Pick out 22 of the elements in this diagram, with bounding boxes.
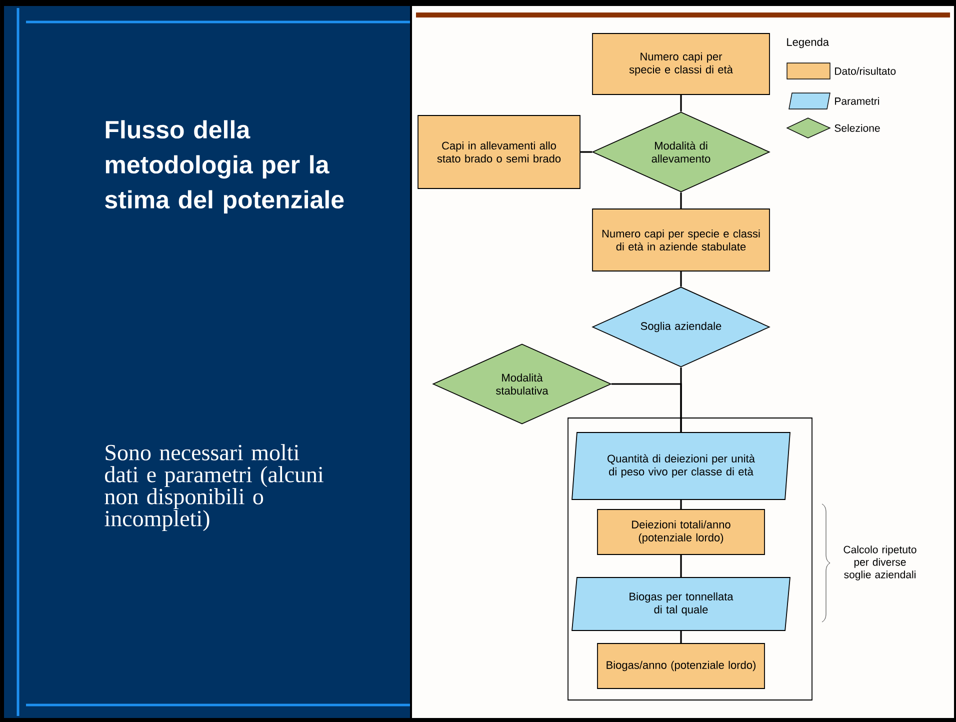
legend-label: Parametri (835, 97, 879, 105)
legend-title: Legenda (787, 38, 830, 48)
connector-line (611, 383, 682, 432)
connector-line (680, 500, 682, 510)
process-box: Capi in allevamenti allo stato brado o semi brado (418, 115, 580, 189)
connector-line (680, 630, 682, 644)
legend-label: Dato/risultato (835, 67, 896, 75)
connector-line (580, 151, 592, 153)
connector-line (680, 554, 682, 578)
connector-line (680, 94, 682, 112)
brace-note: Calcolo ripetuto per diverse soglie aziendali (844, 546, 916, 580)
process-box: Numero capi per specie e classi di età (592, 33, 770, 95)
process-box: Deiezioni totali/anno (potenziale lordo) (597, 509, 765, 555)
process-box: Numero capi per specie e classi di età in aziende stabulate (592, 208, 770, 272)
parameter-box: Quantità di deiezioni per unità di peso vivo per classe di età (572, 432, 790, 500)
parameter-box: Biogas per tonnellata di tal quale (572, 577, 790, 631)
process-box: Biogas/anno (potenziale lordo) (597, 643, 765, 689)
slide-title: Flusso della metodologia per la stima del potenziale (105, 120, 344, 214)
connector-line (680, 192, 682, 209)
body-text: Sono necessari molti dati e parametri (alcuni non disponibili o incompleti) (104, 444, 324, 532)
connector-line (680, 271, 682, 287)
legend-label: Selezione (834, 124, 880, 132)
